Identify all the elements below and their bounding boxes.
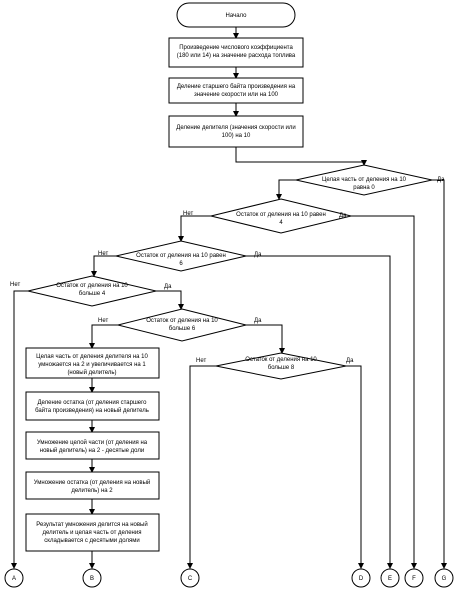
flow-lines (11, 27, 447, 569)
process-new-divisor: Целая часть от деления делителя на 10 ум… (25, 347, 160, 379)
decision-2-line-2: 4 (279, 220, 283, 226)
connector-g-label: G (442, 576, 447, 582)
branch-labels: Да Да Нет Да Нет Нет Да Нет Да Нет Да (10, 177, 445, 364)
step-2-line-2: значение скорости или на 100 (194, 92, 279, 98)
connector-e: E (380, 568, 400, 588)
step-divide-divisor: Деление делителя (значения скорости или … (168, 115, 304, 148)
decision-remainder-equals-6: Остаток от деления на 10 равен 6 (115, 240, 247, 272)
decision-4-line-2: больше 4 (79, 291, 106, 297)
connectors: A B C D E F G (4, 568, 454, 588)
process-2-line-1: Деление остатка (от деления старшего (37, 400, 147, 406)
process-2-line-2: байта произведения) на новый делитель (35, 407, 149, 414)
connector-c-label: C (188, 576, 193, 582)
step-1-line-2: (180 или 14) на значение расхода топлива (177, 53, 296, 59)
connector-a: A (4, 568, 24, 588)
decision-2-line-1: Остаток от деления на 10 равен (236, 212, 326, 218)
decision-remainder-greater-6: Остаток от деления на 10 больше 6 (117, 308, 247, 342)
yes-label-4: Да (164, 284, 172, 290)
process-divide-remainder: Деление остатка (от деления старшего бай… (25, 391, 160, 421)
decision-remainder-greater-8: Остаток от деления на 10 больше 8 (215, 352, 347, 380)
decision-6-line-2: больше 8 (268, 365, 295, 371)
connector-d-label: D (359, 576, 364, 582)
decision-3-line-1: Остаток от деления на 10 равен (136, 253, 226, 259)
yes-label-5: Да (254, 318, 262, 324)
process-4-line-1: Умножение остатка (от деления на новый (34, 479, 151, 486)
process-1-line-1: Целая часть от деления делителя на 10 (36, 354, 148, 360)
no-label-3: Нет (98, 251, 108, 257)
decision-remainder-greater-4: Остаток от деления на 10 больше 4 (27, 275, 157, 307)
connector-b-label: B (90, 576, 94, 582)
yes-label-6: Да (346, 358, 354, 364)
step-1-line-1: Произведение числового коэффициента (179, 45, 293, 51)
yes-label-3: Да (254, 252, 262, 258)
decision-6-line-1: Остаток от деления на 10 (245, 357, 317, 363)
step-multiply-coefficient: Произведение числового коэффициента (180… (168, 37, 304, 68)
decision-5-line-2: больше 6 (169, 326, 196, 332)
yes-label-1: Да (437, 177, 445, 183)
no-label-4: Нет (10, 282, 20, 288)
connector-g: G (434, 568, 454, 588)
process-5-line-3: складывается с десятыми долями (44, 538, 139, 544)
no-label-5: Нет (98, 318, 108, 324)
connector-f-label: F (412, 576, 416, 582)
process-1-line-3: (новый делитель) (67, 369, 116, 376)
process-3-line-2: новый делитель) на 2 - десятые доли (40, 447, 144, 454)
connector-d: D (351, 568, 371, 588)
connector-e-label: E (388, 576, 392, 582)
start-terminator: Начало (176, 2, 296, 28)
process-3-line-1: Умножение целой части (от деления на (37, 439, 148, 446)
connector-f: F (404, 568, 424, 588)
step-3-line-2: 100) на 10 (222, 133, 251, 139)
connector-c: C (180, 568, 200, 588)
process-5-line-2: делитель и целая часть от деления (43, 530, 142, 536)
step-divide-high-byte: Деление старшего байта произведения на з… (168, 77, 304, 104)
decision-4-line-1: Остаток от деления на 10 (56, 283, 128, 289)
connector-a-label: A (12, 576, 16, 582)
start-label: Начало (226, 13, 248, 19)
yes-label-2: Да (339, 213, 347, 219)
process-multiply-integer-part: Умножение целой части (от деления на нов… (25, 431, 160, 460)
no-label-2: Нет (183, 211, 193, 217)
decision-remainder-equals-4: Остаток от деления на 10 равен 4 (210, 198, 352, 234)
decision-5-line-1: Остаток от деления на 10 (146, 318, 218, 324)
process-1-line-2: умножается на 2 и увеличивается на 1 (38, 362, 146, 368)
step-2-line-1: Деление старшего байта произведения на (177, 83, 296, 90)
decision-3-line-2: 6 (179, 261, 183, 267)
process-5-line-1: Результат умножения делится на новый (36, 521, 147, 528)
process-sum-tenths: Результат умножения делится на новый дел… (25, 513, 160, 552)
decision-1-line-2: равна 0 (353, 185, 375, 191)
decision-1-line-1: Целая часть от деления на 10 (322, 177, 407, 183)
process-4-line-2: делитель) на 2 (71, 488, 113, 494)
connector-b: B (82, 568, 102, 588)
decision-integer-part-zero: Целая часть от деления на 10 равна 0 (295, 164, 433, 196)
process-multiply-remainder: Умножение остатка (от деления на новый д… (25, 471, 160, 500)
no-label-6: Нет (196, 358, 206, 364)
step-3-line-1: Деление делителя (значения скорости или (176, 125, 295, 131)
